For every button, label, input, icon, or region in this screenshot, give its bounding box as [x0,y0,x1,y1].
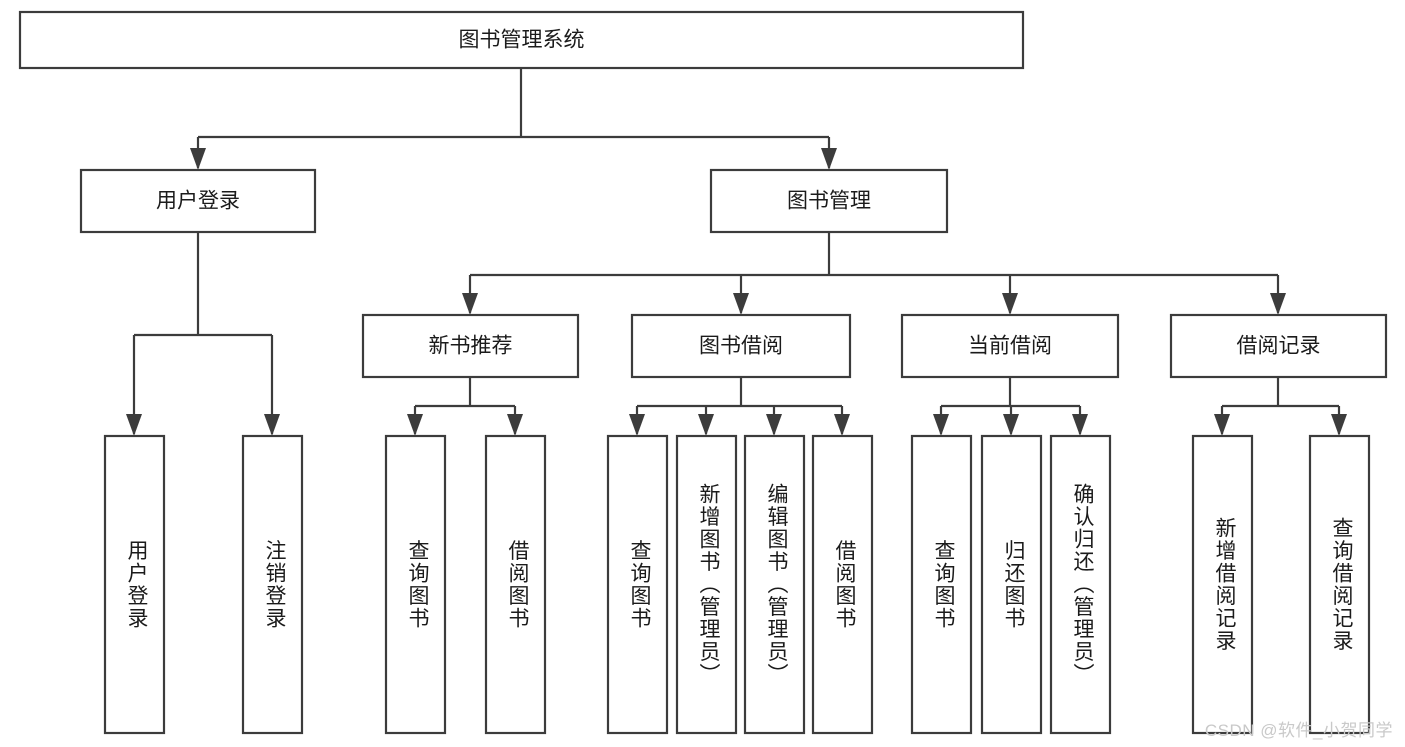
node-leaf-query-book-rec[interactable]: 查询图书 [384,434,447,735]
connectors-layer [126,68,1347,436]
node-leaf-confirm-return-admin-box[interactable] [1049,434,1112,735]
node-new-book-recommend-label: 新书推荐 [429,335,513,358]
node-leaf-return-book-box[interactable] [980,434,1043,735]
arrow-head-icon [933,414,949,436]
node-leaf-borrow-book-box[interactable] [811,434,874,735]
node-leaf-query-book-borrow[interactable]: 查询图书 [606,434,669,735]
node-new-book-recommend[interactable]: 新书推荐 [361,313,580,379]
node-leaf-user-login-box[interactable] [103,434,166,735]
node-leaf-add-borrow-record-box[interactable] [1191,434,1254,735]
node-leaf-logout-login-label: 注销登录 [263,540,287,630]
node-leaf-confirm-return-admin[interactable]: 确认归还（管理员） [1049,434,1112,735]
node-user-login-label: 用户登录 [156,190,240,213]
node-leaf-borrow-book-rec-label: 借阅图书 [506,540,530,630]
arrow-head-icon [629,414,645,436]
node-book-borrow-label: 图书借阅 [699,335,783,358]
node-leaf-query-book-rec-box[interactable] [384,434,447,735]
node-leaf-query-book-borrow-box[interactable] [606,434,669,735]
arrow-head-icon [1072,414,1088,436]
node-current-borrow-box[interactable] [900,313,1120,379]
arrow-head-icon [264,414,280,436]
node-leaf-query-book-borrow-label: 查询图书 [628,540,652,630]
node-user-login-box[interactable] [79,168,317,234]
node-leaf-query-book-cur-label: 查询图书 [932,540,956,630]
node-new-book-recommend-box[interactable] [361,313,580,379]
nodes-layer: 图书管理系统用户登录图书管理新书推荐图书借阅当前借阅借阅记录用户登录注销登录查询… [18,10,1388,735]
node-leaf-borrow-book-rec-box[interactable] [484,434,547,735]
arrow-head-icon [1002,293,1018,315]
node-leaf-query-book-rec-label: 查询图书 [406,540,430,630]
node-current-borrow-label: 当前借阅 [968,335,1052,358]
arrow-head-icon [834,414,850,436]
node-leaf-user-login[interactable]: 用户登录 [103,434,166,735]
node-leaf-confirm-return-admin-label: 确认归还（管理员） [1071,483,1095,686]
node-book-manage[interactable]: 图书管理 [709,168,949,234]
node-book-manage-box[interactable] [709,168,949,234]
node-borrow-record-label: 借阅记录 [1237,335,1321,358]
node-current-borrow[interactable]: 当前借阅 [900,313,1120,379]
node-leaf-query-book-cur-box[interactable] [910,434,973,735]
arrow-head-icon [1270,293,1286,315]
node-user-login[interactable]: 用户登录 [79,168,317,234]
node-leaf-add-book-admin[interactable]: 新增图书（管理员） [675,434,738,735]
node-leaf-logout-login-box[interactable] [241,434,304,735]
arrow-head-icon [126,414,142,436]
node-leaf-borrow-book-label: 借阅图书 [833,540,857,630]
node-leaf-add-borrow-record[interactable]: 新增借阅记录 [1191,434,1254,735]
node-book-manage-label: 图书管理 [787,190,871,213]
node-leaf-return-book-label: 归还图书 [1002,540,1026,630]
node-leaf-query-borrow-record[interactable]: 查询借阅记录 [1308,434,1371,735]
node-leaf-borrow-book[interactable]: 借阅图书 [811,434,874,735]
node-leaf-query-borrow-record-label: 查询借阅记录 [1330,517,1354,652]
node-leaf-borrow-book-rec[interactable]: 借阅图书 [484,434,547,735]
node-root[interactable]: 图书管理系统 [18,10,1025,70]
arrow-head-icon [462,293,478,315]
arrow-head-icon [733,293,749,315]
node-root-label: 图书管理系统 [459,29,585,52]
node-leaf-edit-book-admin[interactable]: 编辑图书（管理员） [743,434,806,735]
arrow-head-icon [407,414,423,436]
arrow-head-icon [821,148,837,170]
node-leaf-query-borrow-record-box[interactable] [1308,434,1371,735]
node-leaf-add-book-admin-box[interactable] [675,434,738,735]
node-book-borrow-box[interactable] [630,313,852,379]
arrow-head-icon [1331,414,1347,436]
arrow-head-icon [190,148,206,170]
node-leaf-add-borrow-record-label: 新增借阅记录 [1213,517,1237,652]
arrow-head-icon [766,414,782,436]
arrow-head-icon [698,414,714,436]
node-leaf-query-book-cur[interactable]: 查询图书 [910,434,973,735]
node-leaf-user-login-label: 用户登录 [125,540,149,630]
arrow-head-icon [507,414,523,436]
node-root-box[interactable] [18,10,1025,70]
node-leaf-edit-book-admin-label: 编辑图书（管理员） [765,483,789,686]
node-leaf-return-book[interactable]: 归还图书 [980,434,1043,735]
watermark-label: CSDN @软件_小贺同学 [1204,721,1393,740]
node-leaf-edit-book-admin-box[interactable] [743,434,806,735]
node-leaf-add-book-admin-label: 新增图书（管理员） [697,483,721,686]
node-leaf-logout-login[interactable]: 注销登录 [241,434,304,735]
arrow-head-icon [1003,414,1019,436]
arrow-head-icon [1214,414,1230,436]
node-borrow-record[interactable]: 借阅记录 [1169,313,1388,379]
node-book-borrow[interactable]: 图书借阅 [630,313,852,379]
node-borrow-record-box[interactable] [1169,313,1388,379]
